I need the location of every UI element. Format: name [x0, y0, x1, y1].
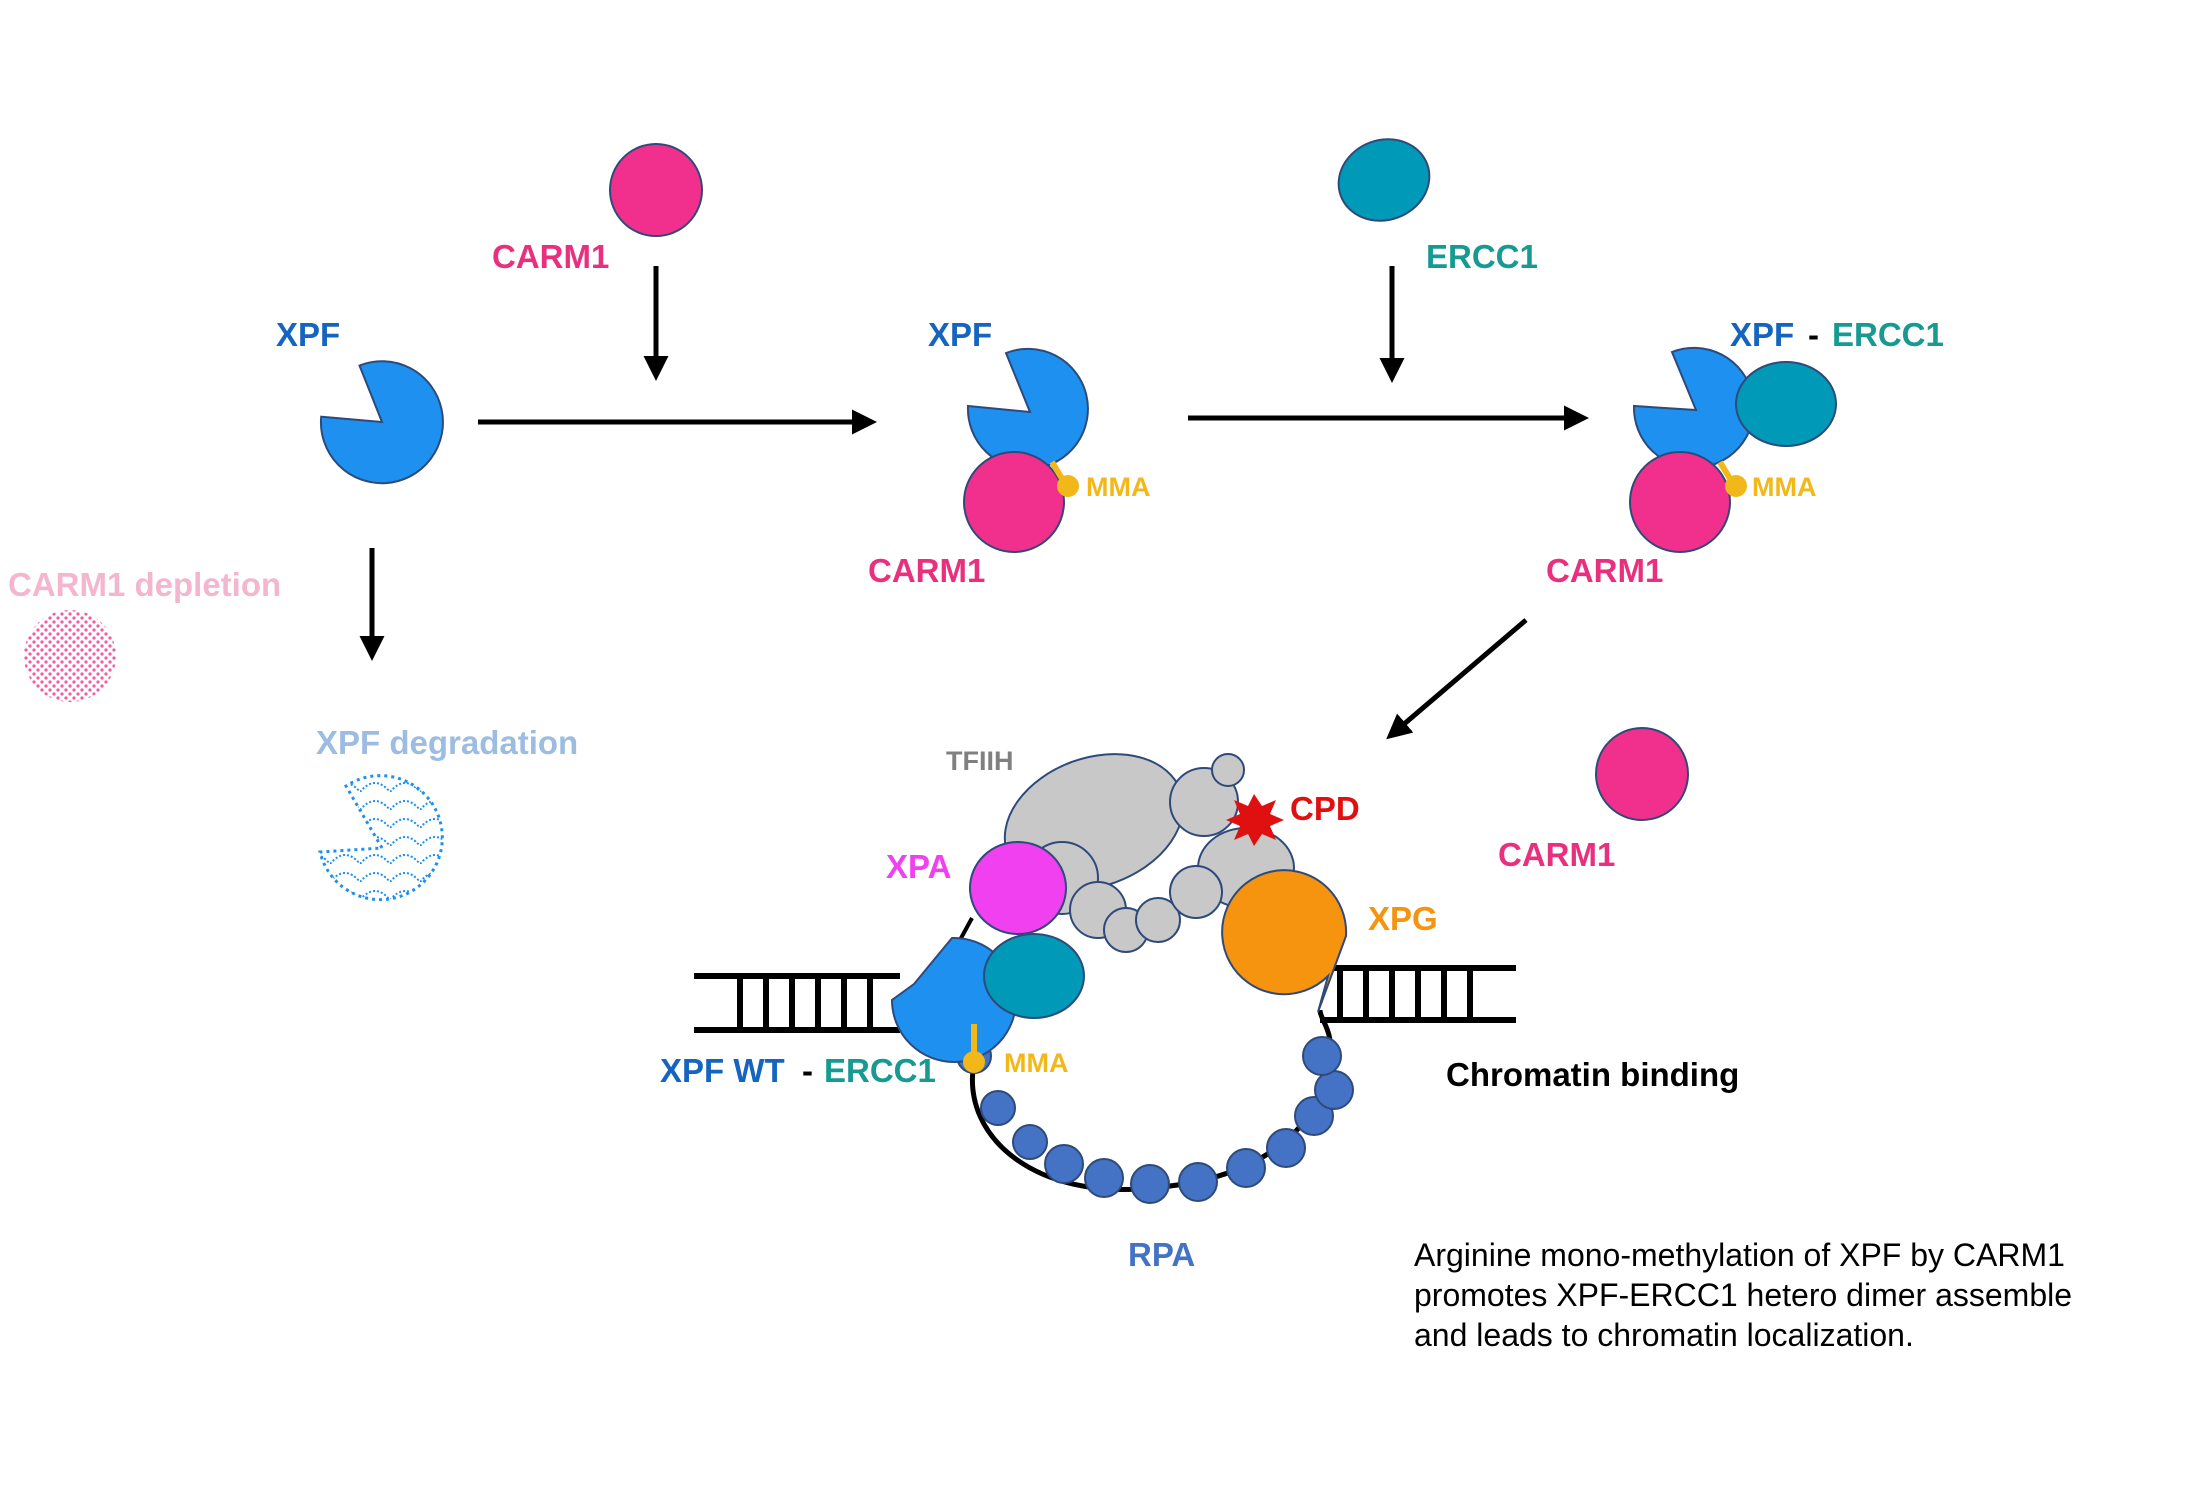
carm1-depleted-dotted — [24, 610, 116, 702]
dna-left — [694, 973, 900, 1033]
ercc1-top-label: ERCC1 — [1426, 238, 1538, 275]
xpf-protein-left — [319, 360, 444, 485]
xpg-protein — [1221, 869, 1348, 1013]
carm1-protein-mid — [963, 451, 1065, 553]
xpf-protein-mid — [966, 347, 1089, 470]
xpg-label: XPG — [1368, 900, 1438, 937]
carm1-top-label: CARM1 — [492, 238, 609, 275]
chromatin-binding-label: Chromatin binding — [1446, 1056, 1739, 1093]
mma-mark-mid — [1057, 475, 1079, 497]
carm1-protein-right — [1629, 451, 1731, 553]
mma-right-label: MMA — [1752, 472, 1816, 502]
dash-right-label: - — [1808, 316, 1819, 353]
xpa-linker — [958, 917, 974, 941]
ercc1-right-label: ERCC1 — [1832, 316, 1944, 353]
rpa-protein — [956, 1036, 1354, 1204]
caption-line-3: and leads to chromatin localization. — [1414, 1317, 1914, 1353]
caption-line-1: Arginine mono-methylation of XPF by CARM… — [1414, 1237, 2065, 1273]
xpa-protein — [969, 841, 1067, 935]
mma-bottom-label: MMA — [1004, 1048, 1068, 1078]
mma-mark-bottom — [963, 1051, 985, 1073]
xpf-right-label: XPF — [1730, 316, 1794, 353]
mma-mark-right — [1725, 475, 1747, 497]
rpa-label: RPA — [1128, 1236, 1195, 1273]
ercc1-protein-bottom — [983, 933, 1085, 1019]
cpd-label: CPD — [1290, 790, 1360, 827]
arrow-to-chromatin — [1386, 618, 1528, 740]
xpf-wt-label: XPF WT — [660, 1052, 785, 1089]
xpa-label: XPA — [886, 848, 951, 885]
carm1-mid-label: CARM1 — [868, 552, 985, 589]
ercc1-protein-top — [1337, 138, 1431, 222]
ercc1-protein-right — [1735, 361, 1837, 447]
tfiih-label: TFIIH — [946, 746, 1014, 776]
arrows — [359, 266, 1589, 740]
xpf-degraded-dotted — [318, 774, 444, 902]
cpd-lesion-icon — [1226, 794, 1284, 846]
dna-right — [1320, 965, 1516, 1023]
caption-line-2: promotes XPF-ERCC1 hetero dimer assemble — [1414, 1277, 2072, 1313]
xpf-mid-label: XPF — [928, 316, 992, 353]
carm1-right-label: CARM1 — [1546, 552, 1663, 589]
xpf-degradation-label: XPF degradation — [316, 724, 578, 761]
dash-bottom-label: - — [802, 1052, 813, 1089]
ercc1-bottom-label: ERCC1 — [824, 1052, 936, 1089]
carm1-protein-top — [609, 143, 703, 237]
carm1-free-label: CARM1 — [1498, 836, 1615, 873]
carm1-depletion-label: CARM1 depletion — [8, 566, 281, 603]
xpf-left-label: XPF — [276, 316, 340, 353]
carm1-protein-free — [1595, 727, 1689, 821]
xpf-protein-right — [1632, 346, 1755, 469]
mma-mid-label: MMA — [1086, 472, 1150, 502]
